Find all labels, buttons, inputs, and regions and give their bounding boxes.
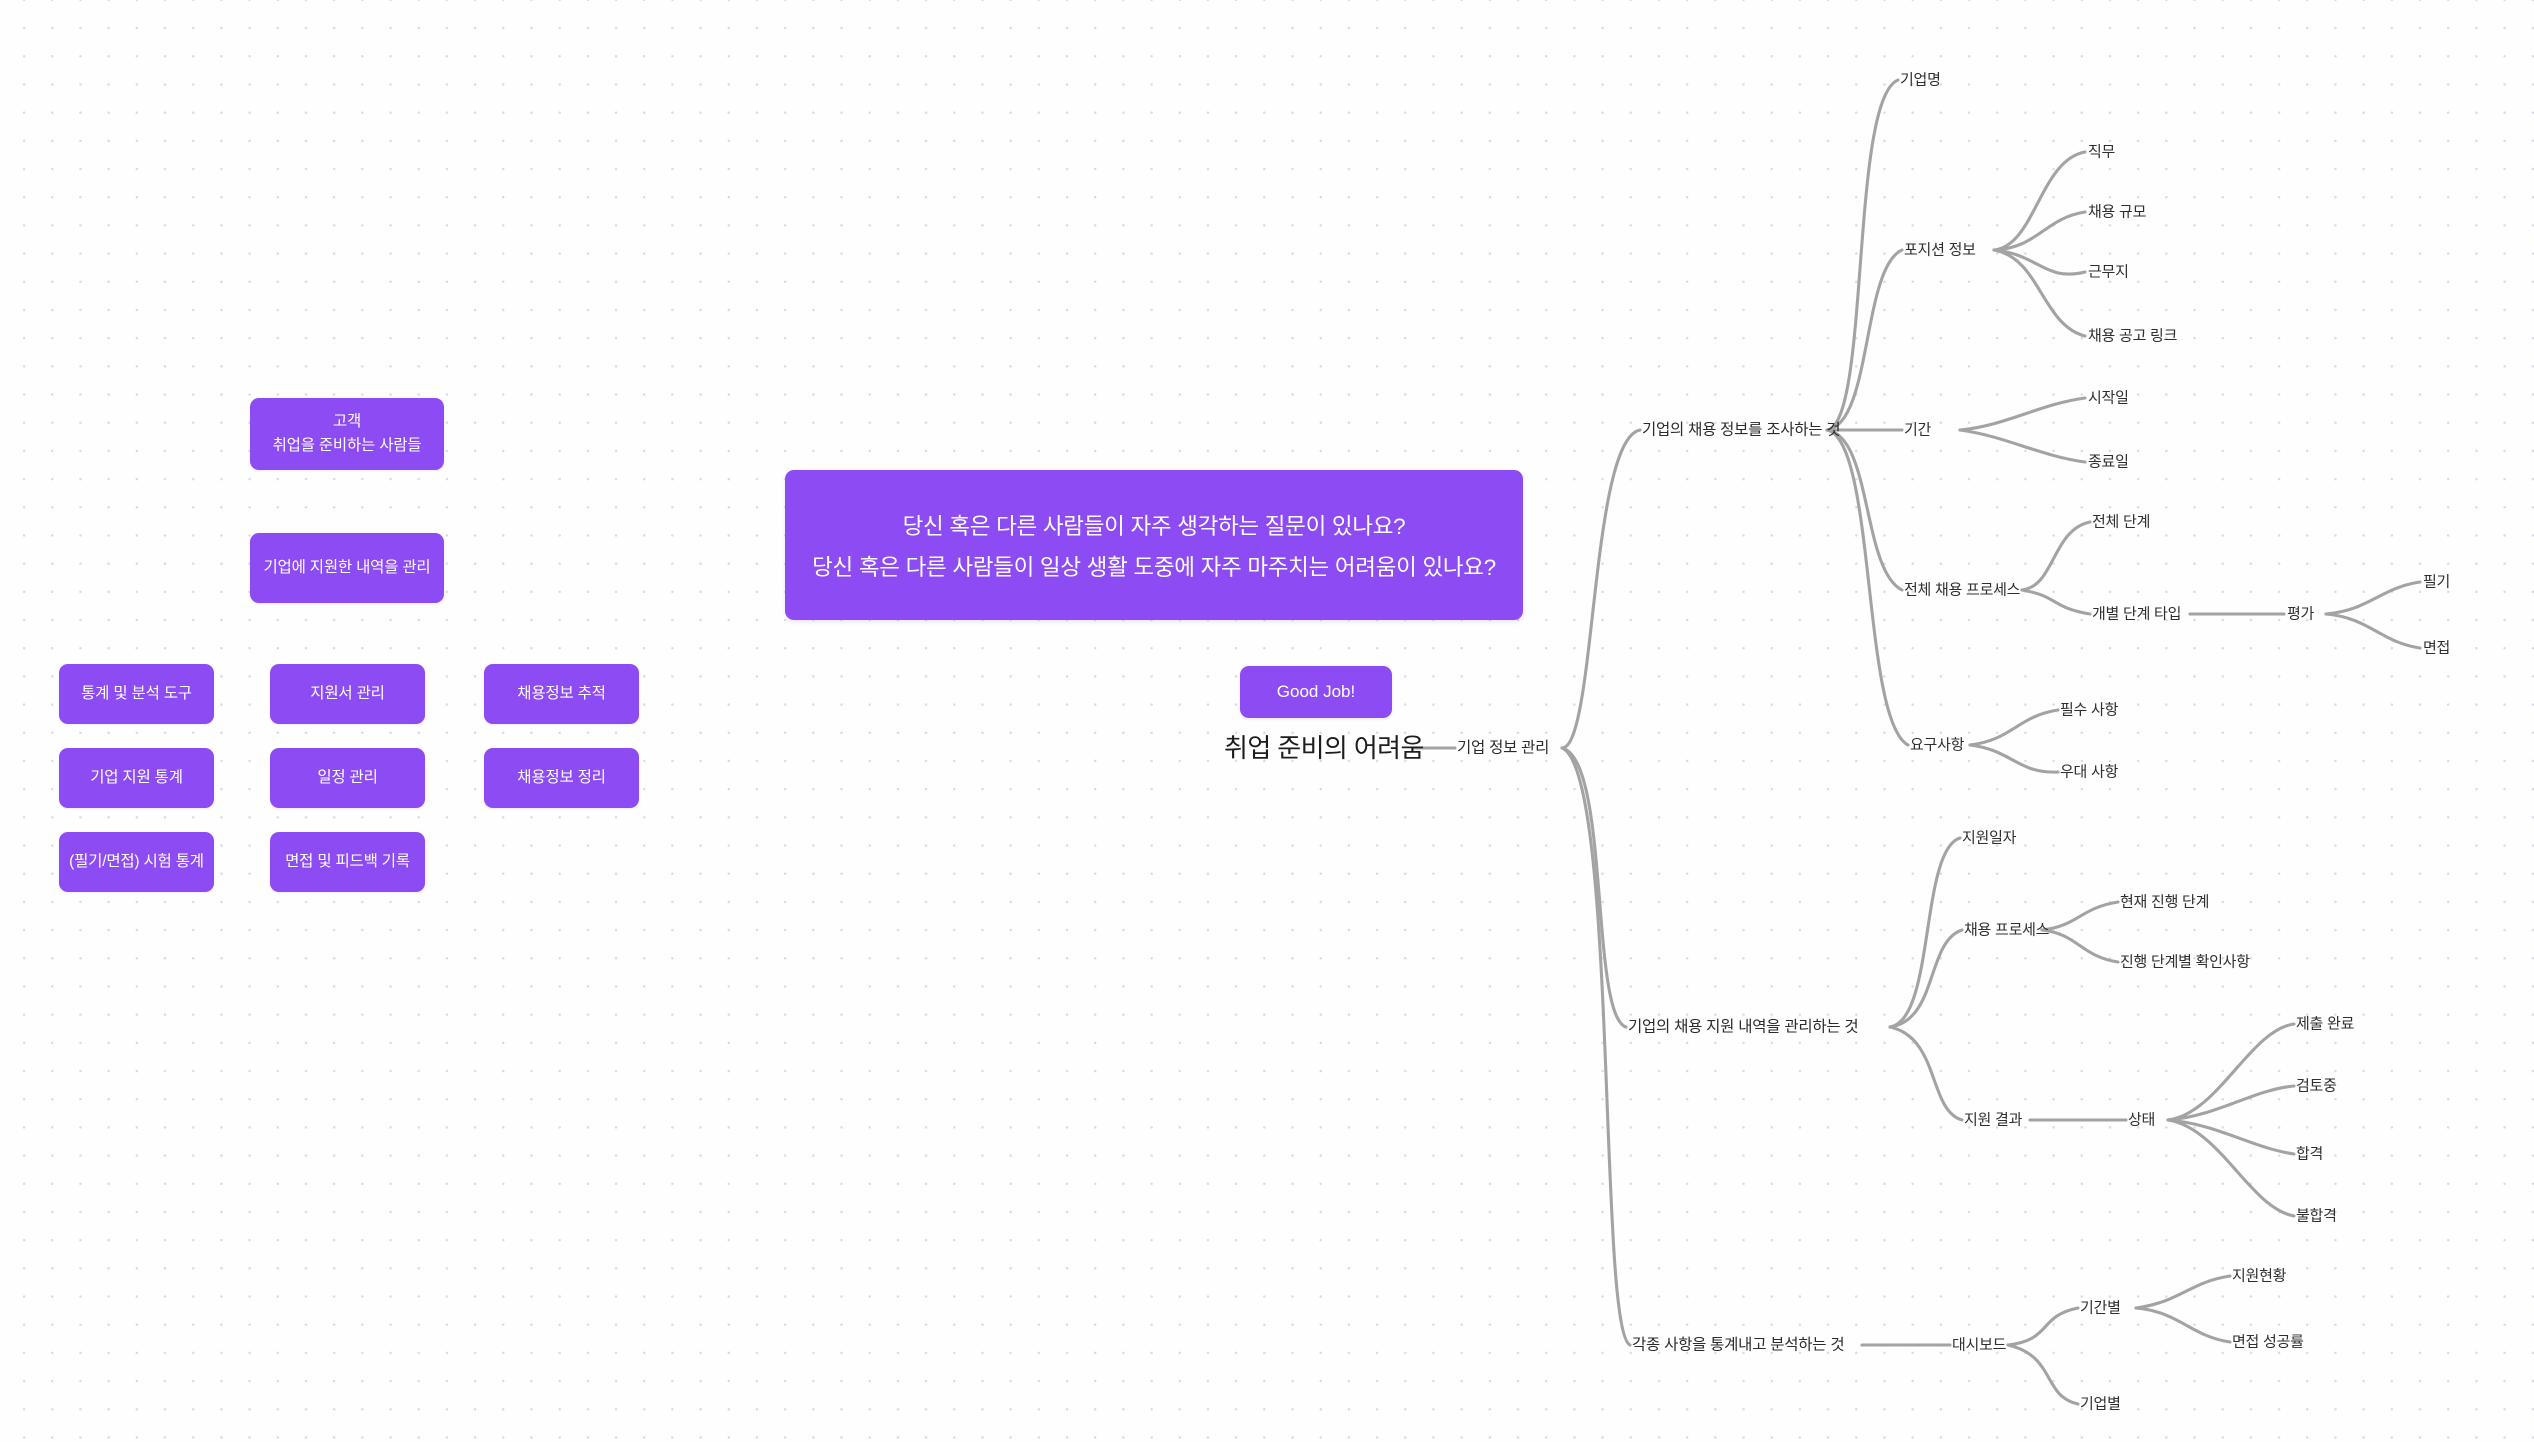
node-branch-apply-mgmt[interactable]: 기업의 채용 지원 내역을 관리하는 것 bbox=[1628, 1018, 1859, 1036]
card-job-info-organize[interactable]: 채용정보 정리 bbox=[484, 748, 639, 808]
node-branch-research[interactable]: 기업의 채용 정보를 조사하는 것 bbox=[1642, 421, 1841, 439]
node-status-submitted[interactable]: 제출 완료 bbox=[2296, 1015, 2355, 1033]
node-interview-rate[interactable]: 면접 성공률 bbox=[2232, 1333, 2304, 1351]
good-job-badge[interactable]: Good Job! bbox=[1240, 666, 1392, 718]
node-apply-result[interactable]: 지원 결과 bbox=[1964, 1111, 2023, 1129]
node-requirements[interactable]: 요구사항 bbox=[1910, 736, 1965, 754]
card-application-mgmt[interactable]: 지원서 관리 bbox=[270, 664, 425, 724]
node-preferred[interactable]: 우대 사항 bbox=[2060, 763, 2119, 781]
node-end-date[interactable]: 종료일 bbox=[2088, 453, 2129, 471]
node-apply-status[interactable]: 지원현황 bbox=[2232, 1267, 2287, 1285]
node-hiring-process[interactable]: 채용 프로세스 bbox=[1964, 921, 2050, 939]
node-apply-date[interactable]: 지원일자 bbox=[1962, 829, 2017, 847]
node-job-role[interactable]: 직무 bbox=[2088, 143, 2116, 161]
node-status-reviewing[interactable]: 검토중 bbox=[2296, 1077, 2337, 1095]
node-info-management[interactable]: 기업 정보 관리 bbox=[1457, 739, 1550, 757]
node-interview[interactable]: 면접 bbox=[2423, 639, 2451, 657]
card-job-info-track[interactable]: 채용정보 추적 bbox=[484, 664, 639, 724]
card-interview-record[interactable]: 면접 및 피드백 기록 bbox=[270, 832, 425, 892]
question-line-1: 당신 혹은 다른 사람들이 자주 생각하는 질문이 있나요? bbox=[902, 513, 1406, 539]
card-exam-stats[interactable]: (필기/면접) 시험 통계 bbox=[59, 832, 214, 892]
node-status[interactable]: 상태 bbox=[2128, 1111, 2156, 1129]
mindmap-root[interactable]: 취업 준비의 어려움 bbox=[1224, 733, 1424, 763]
node-by-company[interactable]: 기업별 bbox=[2080, 1395, 2121, 1413]
node-start-date[interactable]: 시작일 bbox=[2088, 389, 2129, 407]
card-stats-tool[interactable]: 통계 및 분석 도구 bbox=[59, 664, 214, 724]
node-dashboard[interactable]: 대시보드 bbox=[1952, 1336, 2007, 1354]
node-position-info[interactable]: 포지션 정보 bbox=[1904, 241, 1976, 259]
card-manage-history[interactable]: 기업에 지원한 내역을 관리 bbox=[250, 533, 444, 603]
node-work-place[interactable]: 근무지 bbox=[2088, 263, 2129, 281]
node-posting-link[interactable]: 채용 공고 링크 bbox=[2088, 327, 2178, 345]
question-line-2: 당신 혹은 다른 사람들이 일상 생활 도중에 자주 마주치는 어려움이 있나요… bbox=[812, 554, 1496, 580]
node-company-name[interactable]: 기업명 bbox=[1900, 71, 1941, 89]
node-status-pass[interactable]: 합격 bbox=[2296, 1145, 2324, 1163]
card-customer[interactable]: 고객 취업을 준비하는 사람들 bbox=[250, 398, 444, 470]
node-current-stage[interactable]: 현재 진행 단계 bbox=[2120, 893, 2210, 911]
node-by-period[interactable]: 기간별 bbox=[2080, 1299, 2121, 1317]
question-banner: 당신 혹은 다른 사람들이 자주 생각하는 질문이 있나요? 당신 혹은 다른 … bbox=[785, 470, 1523, 620]
node-all-stages[interactable]: 전체 단계 bbox=[2092, 513, 2151, 531]
node-stage-checklist[interactable]: 진행 단계별 확인사항 bbox=[2120, 953, 2250, 971]
node-stage-type[interactable]: 개별 단계 타입 bbox=[2092, 605, 2182, 623]
node-full-process[interactable]: 전체 채용 프로세스 bbox=[1904, 581, 2021, 599]
card-company-stats[interactable]: 기업 지원 통계 bbox=[59, 748, 214, 808]
node-must-have[interactable]: 필수 사항 bbox=[2060, 701, 2119, 719]
card-schedule-mgmt[interactable]: 일정 관리 bbox=[270, 748, 425, 808]
node-period[interactable]: 기간 bbox=[1904, 421, 1932, 439]
node-status-fail[interactable]: 불합격 bbox=[2296, 1207, 2337, 1225]
node-branch-analytics[interactable]: 각종 사항을 통계내고 분석하는 것 bbox=[1632, 1336, 1845, 1354]
node-written-test[interactable]: 필기 bbox=[2423, 573, 2451, 591]
node-evaluation[interactable]: 평가 bbox=[2287, 605, 2315, 623]
node-hiring-scale[interactable]: 채용 규모 bbox=[2088, 203, 2147, 221]
